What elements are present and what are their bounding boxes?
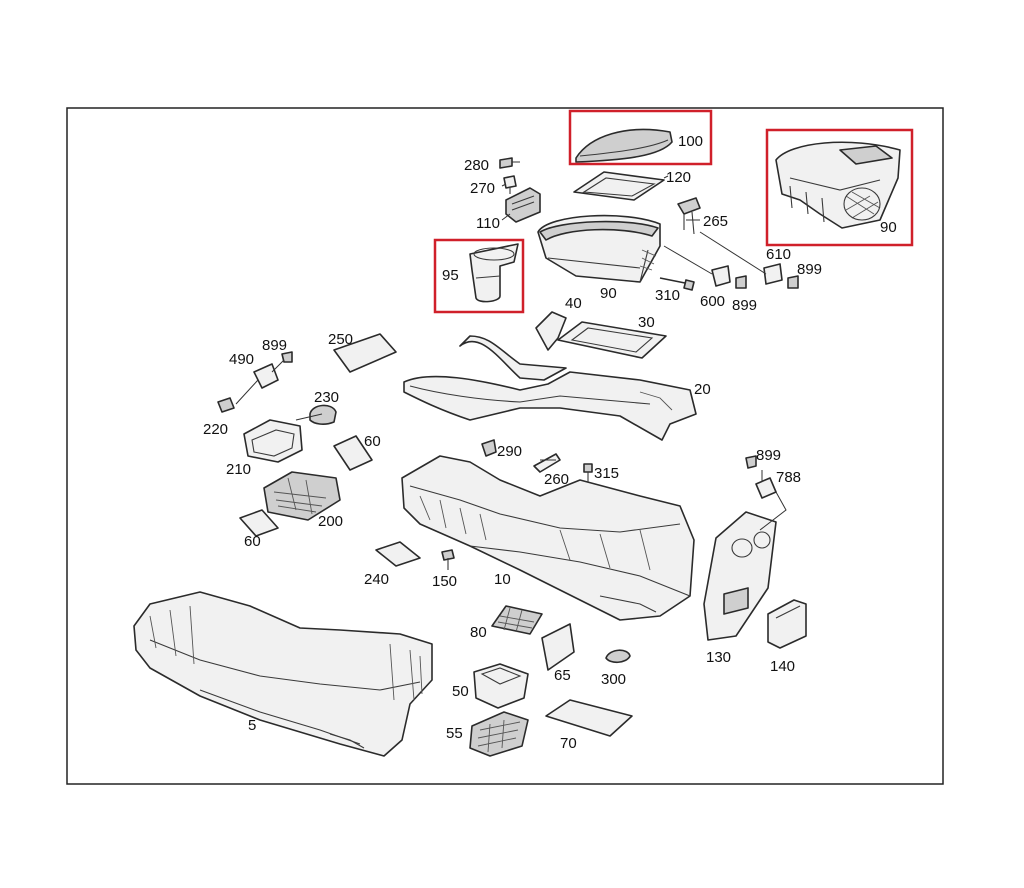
callout-899-a: 899 (732, 297, 757, 314)
part-90-armrest-assembly (537, 214, 661, 283)
part-60-cover-b (239, 509, 279, 537)
part-310-bolt (659, 277, 695, 291)
callout-220: 220 (203, 421, 228, 438)
callout-600: 600 (700, 293, 725, 310)
callout-130: 130 (706, 649, 731, 666)
part-65-cover-plate (541, 623, 575, 671)
part-240-pad (375, 541, 421, 567)
part-110-latch-mechanism (505, 187, 541, 223)
callout-899-c: 899 (262, 337, 287, 354)
part-210-switch-panel (243, 419, 303, 463)
part-610-bracket (763, 263, 783, 285)
callout-20: 20 (694, 381, 711, 398)
callout-310: 310 (655, 287, 680, 304)
callout-250: 250 (328, 331, 353, 348)
callout-610: 610 (766, 246, 791, 263)
part-120-lid-frame (573, 171, 665, 201)
part-10-console-body (401, 455, 695, 621)
callout-265: 265 (703, 213, 728, 230)
callout-95: 95 (442, 267, 459, 284)
part-80-grille (491, 605, 543, 635)
part-899-clip-a (735, 275, 747, 289)
callout-260: 260 (544, 471, 569, 488)
callout-30: 30 (638, 314, 655, 331)
callout-899-b: 899 (797, 261, 822, 278)
part-899-clip-c (281, 351, 293, 363)
callout-150: 150 (432, 573, 457, 590)
part-130-rear-panel (703, 511, 777, 641)
callout-200: 200 (318, 513, 343, 530)
callout-90-highlight: 90 (880, 219, 897, 236)
callout-110: 110 (476, 215, 500, 232)
callout-90-assembly: 90 (600, 285, 617, 302)
part-90-storage-housing (775, 141, 901, 229)
callout-60-b: 60 (244, 533, 261, 550)
callout-788: 788 (776, 469, 801, 486)
part-20-upper-trim-panel (403, 335, 697, 441)
part-150-screw (441, 549, 455, 570)
part-95-cup-holder-insert (469, 243, 519, 303)
callout-10: 10 (494, 571, 511, 588)
part-600-bracket (711, 265, 731, 287)
callout-80: 80 (470, 624, 487, 641)
part-220-clip (217, 397, 235, 413)
highlight-box-95 (433, 238, 525, 314)
callout-5: 5 (248, 717, 256, 734)
part-140-storage-box (767, 599, 807, 649)
part-290-clip (481, 439, 497, 457)
part-200-control-unit (263, 471, 341, 521)
callout-210: 210 (226, 461, 251, 478)
part-265-usb-connector (677, 197, 701, 235)
callout-300: 300 (601, 671, 626, 688)
callout-40: 40 (565, 295, 582, 312)
highlight-box-90 (765, 128, 914, 247)
callout-labels: 100 90 95 280 270 110 120 265 90 310 600… (203, 133, 897, 752)
part-260-bracket (533, 453, 561, 473)
part-280-clip (499, 157, 513, 169)
part-70-mat (545, 699, 633, 737)
callout-270: 270 (470, 180, 495, 197)
callout-315: 315 (594, 465, 619, 482)
part-5-lower-console (133, 591, 433, 757)
callout-50: 50 (452, 683, 469, 700)
part-899-clip-b (787, 275, 799, 289)
part-300-cap (605, 649, 631, 664)
callout-240: 240 (364, 571, 389, 588)
part-50-tray (473, 663, 529, 709)
leader-lines (235, 161, 787, 531)
part-230-switch (309, 404, 337, 425)
callout-55: 55 (446, 725, 463, 742)
part-60-cover-a (333, 435, 373, 471)
part-30-trim-frame (557, 321, 667, 359)
part-100-armrest-lid-cover (575, 128, 673, 163)
callout-70: 70 (560, 735, 577, 752)
callout-65: 65 (554, 667, 571, 684)
part-55-tray-liner (469, 711, 529, 757)
callout-490: 490 (229, 351, 254, 368)
part-40-trim-piece (535, 311, 567, 351)
callout-290: 290 (497, 443, 522, 460)
callout-280: 280 (464, 157, 489, 174)
callout-60-a: 60 (364, 433, 381, 450)
highlight-box-100 (568, 109, 713, 166)
callout-140: 140 (770, 658, 795, 675)
callout-100: 100 (678, 133, 703, 150)
part-490-bracket (253, 363, 279, 389)
part-315-screw (583, 463, 593, 482)
part-899-clip-d (745, 455, 757, 469)
callout-899-d: 899 (756, 447, 781, 464)
callout-230: 230 (314, 389, 339, 406)
part-250-pad (333, 333, 397, 373)
callout-120: 120 (666, 169, 691, 186)
